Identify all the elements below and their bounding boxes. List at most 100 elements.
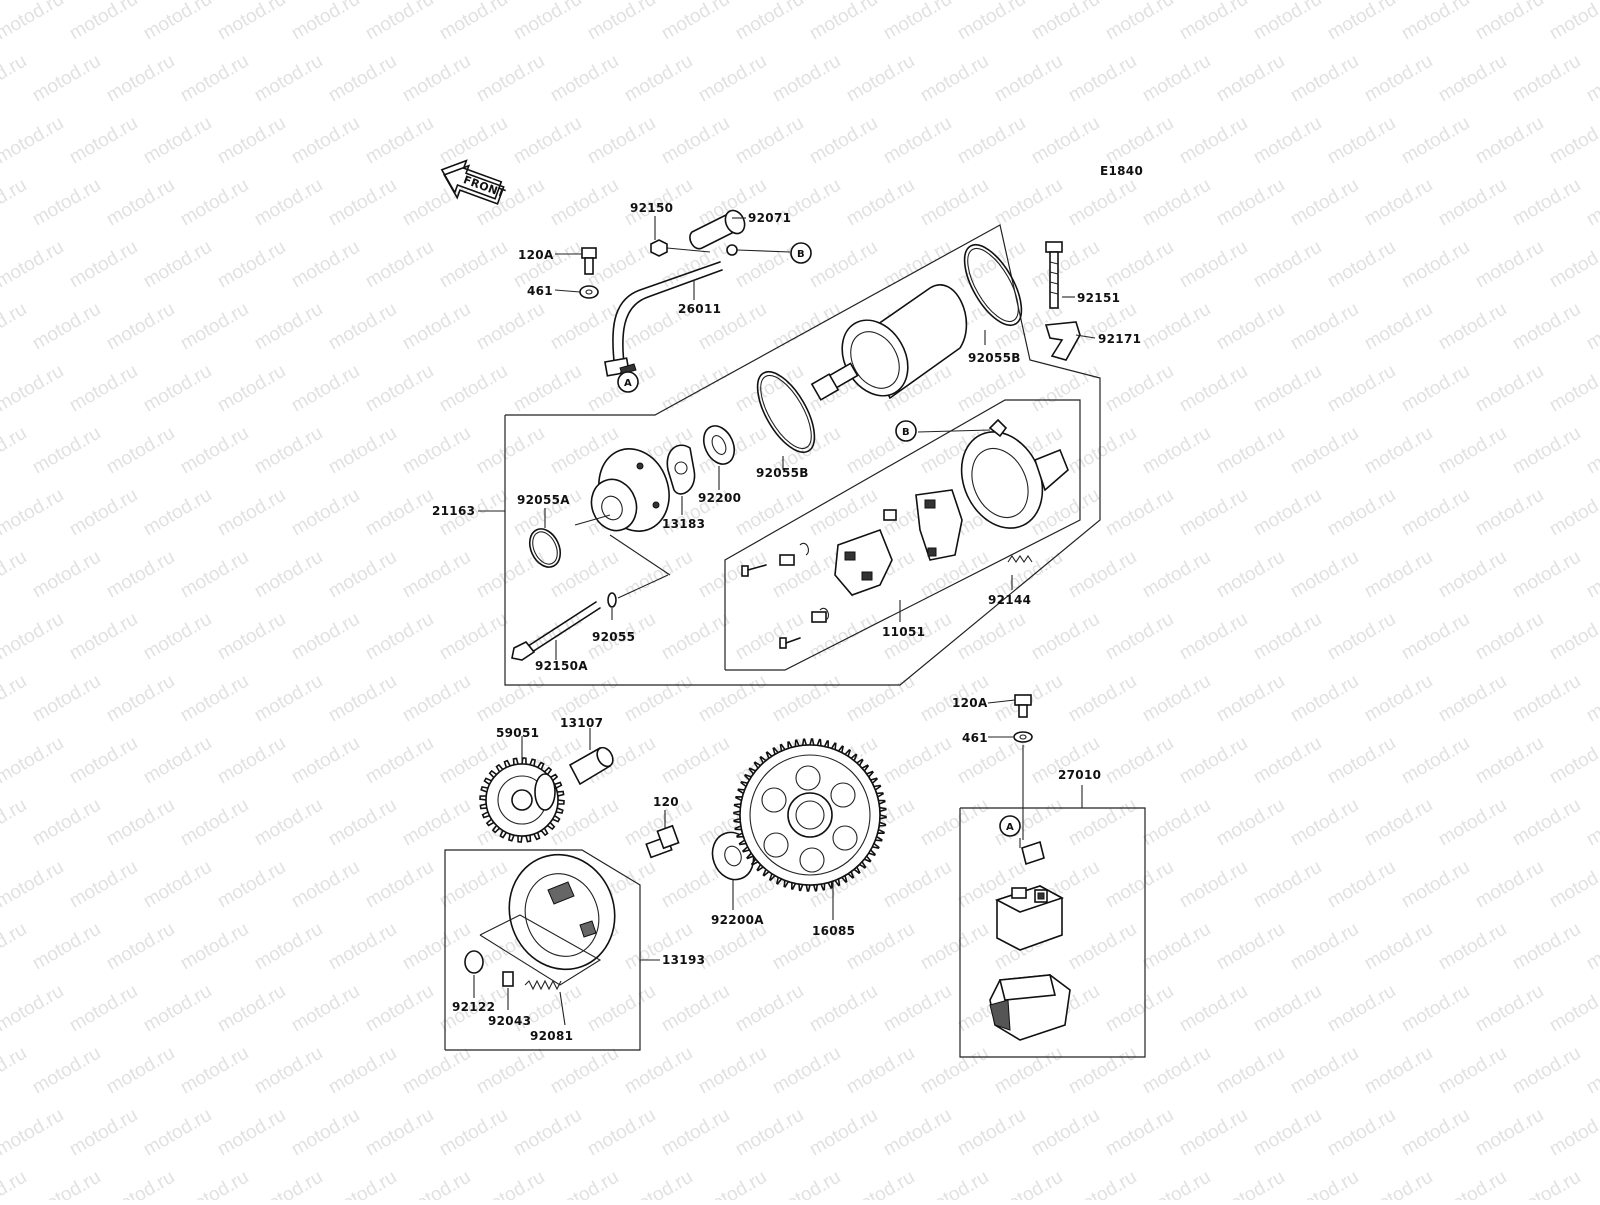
watermark-text: motod.ru <box>29 1167 104 1200</box>
watermark-text: motod.ru <box>1213 795 1288 851</box>
o-ring-92055b-mid <box>756 370 816 470</box>
watermark-text: motod.ru <box>1546 981 1600 1037</box>
watermark-text: motod.ru <box>1176 981 1251 1037</box>
watermark-text: motod.ru <box>769 51 844 107</box>
watermark-text: motod.ru <box>695 1167 770 1200</box>
watermark-text: motod.ru <box>1065 671 1140 727</box>
watermark-text: motod.ru <box>29 175 104 231</box>
watermark-text: motod.ru <box>0 237 67 293</box>
watermark-text: motod.ru <box>510 0 585 44</box>
watermark-text: motod.ru <box>880 981 955 1037</box>
roller-92122 <box>464 950 484 998</box>
watermark-text: motod.ru <box>325 1167 400 1200</box>
watermark-text: motod.ru <box>399 671 474 727</box>
watermark-text: motod.ru <box>769 671 844 727</box>
watermark-text: motod.ru <box>362 1105 437 1161</box>
watermark-text: motod.ru <box>103 51 178 107</box>
watermark-text: motod.ru <box>362 981 437 1037</box>
watermark-text: motod.ru <box>1250 361 1325 417</box>
label-13193: 13193 <box>662 953 705 967</box>
watermark-text: motod.ru <box>658 981 733 1037</box>
label-27010: 27010 <box>1058 768 1101 782</box>
watermark-text: motod.ru <box>177 51 252 107</box>
watermark-text: motod.ru <box>0 113 67 169</box>
watermark-text: motod.ru <box>1028 237 1103 293</box>
svg-text:A: A <box>1006 822 1014 833</box>
watermark-text: motod.ru <box>1028 1105 1103 1161</box>
watermark-text: motod.ru <box>399 299 474 355</box>
watermark-text: motod.ru <box>1546 361 1600 417</box>
watermark-text: motod.ru <box>695 1043 770 1099</box>
watermark-text: motod.ru <box>658 609 733 665</box>
watermark-text: motod.ru <box>214 733 289 789</box>
watermark-text: motod.ru <box>251 299 326 355</box>
watermark-text: motod.ru <box>399 1043 474 1099</box>
watermark-text: motod.ru <box>325 547 400 603</box>
watermark-text: motod.ru <box>806 237 881 293</box>
watermark-text: motod.ru <box>1139 795 1214 851</box>
watermark-text: motod.ru <box>1398 113 1473 169</box>
watermark-text: motod.ru <box>103 671 178 727</box>
label-92043: 92043 <box>488 1014 531 1028</box>
watermark-text: motod.ru <box>1139 919 1214 975</box>
watermark-text: motod.ru <box>0 423 30 479</box>
watermark-text: motod.ru <box>1213 175 1288 231</box>
watermark-text: motod.ru <box>1287 795 1362 851</box>
watermark-text: motod.ru <box>1398 857 1473 913</box>
watermark-text: motod.ru <box>1398 1105 1473 1161</box>
watermark-text: motod.ru <box>1324 733 1399 789</box>
watermark-text: motod.ru <box>251 1043 326 1099</box>
watermark-text: motod.ru <box>66 609 141 665</box>
watermark-text: motod.ru <box>473 299 548 355</box>
watermark-text: motod.ru <box>1546 113 1600 169</box>
watermark-text: motod.ru <box>1472 237 1547 293</box>
watermark-text: motod.ru <box>1361 547 1436 603</box>
watermark-text: motod.ru <box>288 1105 363 1161</box>
terminal-end <box>726 244 791 256</box>
watermark-text: motod.ru <box>1065 547 1140 603</box>
watermark-text: motod.ru <box>362 237 437 293</box>
watermark-text: motod.ru <box>1250 1105 1325 1161</box>
watermark-text: motod.ru <box>0 609 67 665</box>
label-13183: 13183 <box>662 517 705 531</box>
watermark-text: motod.ru <box>436 113 511 169</box>
watermark-text: motod.ru <box>1250 237 1325 293</box>
watermark-text: motod.ru <box>1213 919 1288 975</box>
diagram-code: E1840 <box>1100 164 1143 178</box>
watermark-text: motod.ru <box>547 175 622 231</box>
watermark-text: motod.ru <box>1324 1105 1399 1161</box>
watermark-text: motod.ru <box>0 1043 30 1099</box>
watermark-text: motod.ru <box>325 175 400 231</box>
watermark-text: motod.ru <box>1583 423 1600 479</box>
watermark-text: motod.ru <box>177 299 252 355</box>
watermark-text: motod.ru <box>66 361 141 417</box>
watermark-text: motod.ru <box>1398 609 1473 665</box>
watermark-text: motod.ru <box>1065 51 1140 107</box>
watermark-text: motod.ru <box>1213 547 1288 603</box>
relay-box-frame <box>959 785 1146 1058</box>
watermark-text: motod.ru <box>1509 919 1584 975</box>
watermark-text: motod.ru <box>769 1043 844 1099</box>
watermark-text: motod.ru <box>1546 237 1600 293</box>
watermark-text: motod.ru <box>0 733 67 789</box>
watermark-text: motod.ru <box>510 113 585 169</box>
watermark-text: motod.ru <box>1176 609 1251 665</box>
watermark-text: motod.ru <box>1139 299 1214 355</box>
watermark-text: motod.ru <box>325 51 400 107</box>
watermark-text: motod.ru <box>1287 671 1362 727</box>
watermark-text: motod.ru <box>1287 299 1362 355</box>
watermark-text: motod.ru <box>1509 51 1584 107</box>
watermark-text: motod.ru <box>103 1167 178 1200</box>
watermark-text: motod.ru <box>1324 361 1399 417</box>
watermark-text: motod.ru <box>1287 51 1362 107</box>
watermark-text: motod.ru <box>843 1043 918 1099</box>
watermark-text: motod.ru <box>880 237 955 293</box>
watermark-text: motod.ru <box>0 175 30 231</box>
watermark-text: motod.ru <box>1139 547 1214 603</box>
watermark-text: motod.ru <box>140 237 215 293</box>
watermark-text: motod.ru <box>1139 51 1214 107</box>
label-120a-top: 120A <box>518 248 554 262</box>
watermark-text: motod.ru <box>473 547 548 603</box>
watermark-text: motod.ru <box>1435 175 1510 231</box>
